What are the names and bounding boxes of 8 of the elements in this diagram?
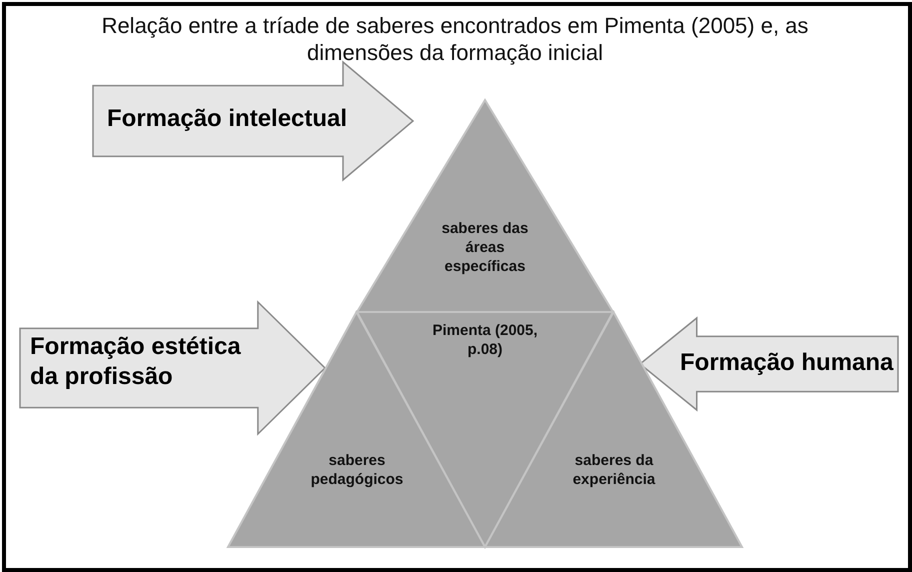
arrow-label: Formação intelectual <box>107 104 348 134</box>
segment-label: saberes da experiência <box>572 452 656 490</box>
segment-label: Pimenta (2005, p.08) <box>431 322 539 360</box>
arrow-label: Formação estética da profissão <box>30 332 242 392</box>
arrow-label: Formação humana <box>680 348 894 378</box>
diagram-title: Relação entre a tríade de saberes encontrados em Pimenta (2005) e, as dimensões da formação inicial <box>100 12 810 66</box>
segment-label: saberes pedagógicos <box>310 452 404 490</box>
segment-label: saberes das áreas específicas <box>440 220 530 276</box>
